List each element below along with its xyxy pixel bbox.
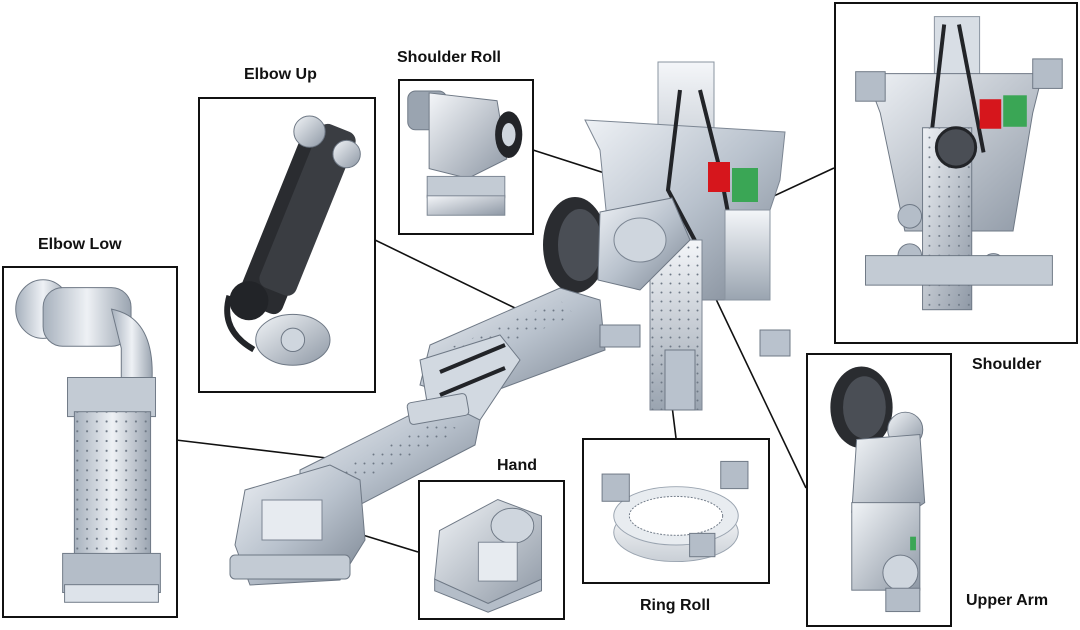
elbow-up-render bbox=[224, 115, 361, 366]
shoulder-label: Shoulder bbox=[972, 356, 1042, 373]
shoulder-callout bbox=[834, 2, 1078, 344]
hand-label: Hand bbox=[497, 457, 537, 474]
elbow-low-label: Elbow Low bbox=[38, 236, 122, 253]
main-pcb-green bbox=[732, 168, 758, 202]
elbow-low-callout bbox=[2, 266, 178, 618]
elbow-low-render bbox=[15, 279, 161, 603]
main-pcb-red bbox=[708, 162, 730, 192]
shoulder-roll-render bbox=[407, 90, 523, 216]
ring-roll-render bbox=[601, 460, 749, 563]
elbow-up-callout bbox=[198, 97, 376, 393]
ring-roll-callout bbox=[582, 438, 770, 584]
shoulder-render bbox=[855, 16, 1063, 311]
leader-elbow-up bbox=[374, 239, 516, 309]
upper-arm-callout bbox=[806, 353, 952, 627]
upper-arm-label: Upper Arm bbox=[966, 592, 1049, 609]
elbow-up-label: Elbow Up bbox=[244, 66, 317, 83]
ring-roll-label: Ring Roll bbox=[640, 597, 711, 614]
shoulder-roll-label: Shoulder Roll bbox=[397, 49, 501, 66]
hand-callout bbox=[418, 480, 565, 620]
upper-arm-render bbox=[830, 366, 926, 613]
shoulder-roll-callout bbox=[398, 79, 534, 235]
hand-render bbox=[434, 498, 543, 613]
